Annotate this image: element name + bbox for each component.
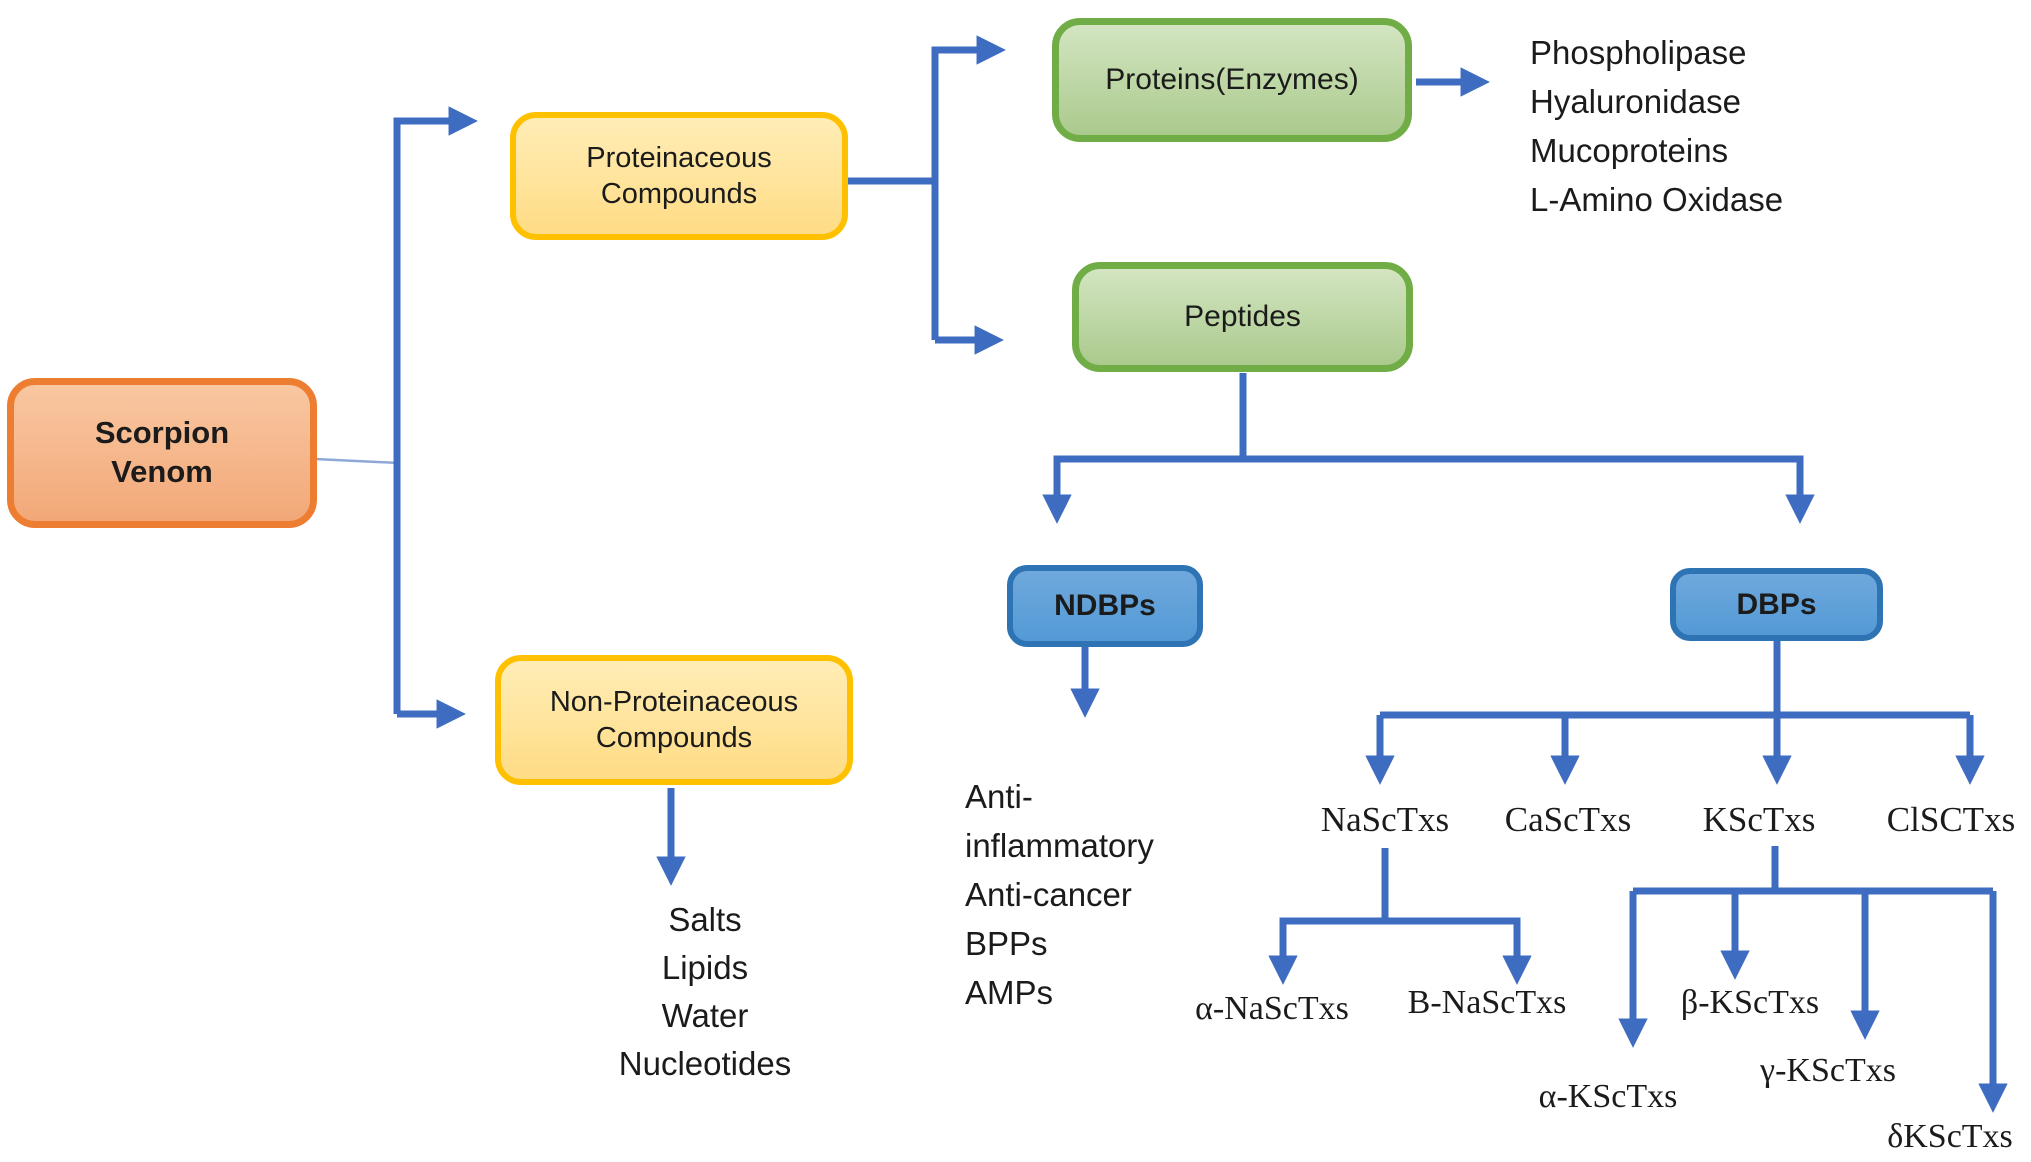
non-proteinaceous-item: Lipids [661, 949, 749, 986]
nasctxs-label: NaScTxs [1320, 800, 1450, 839]
ndbps-item: Anti-cancer [965, 876, 1132, 913]
beta-ksctxs-label: β-KScTxs [1680, 984, 1820, 1021]
arrow-to-proteins-enzymes [931, 35, 1006, 340]
casctxs-label: CaScTxs [1504, 800, 1632, 839]
dbps-label: DBPs [1736, 587, 1817, 621]
peptides-label: Peptides [1184, 300, 1301, 334]
ndbps-list: Anti- inflammatory Anti-cancer BPPs AMPs [965, 772, 1154, 1017]
proteins-enzymes-node: Proteins(Enzymes) [1052, 18, 1412, 142]
clsctxs-label: ClSCTxs [1886, 800, 2016, 839]
ndbps-item: Anti- [965, 778, 1033, 815]
scorpion-venom-label: Scorpion Venom [94, 415, 230, 489]
non-proteinaceous-node: Non-Proteinaceous Compounds [495, 655, 853, 785]
alpha-ksctxs-label: α-KScTxs [1538, 1078, 1678, 1115]
b-nasctxs-label: B-NaScTxs [1407, 984, 1567, 1021]
arrow-peptides-to-dbps [1243, 455, 1815, 524]
non-proteinaceous-label: Non-Proteinaceous Compounds [549, 685, 799, 754]
alpha-nasctxs-label: α-NaScTxs [1195, 990, 1349, 1027]
ndbps-item: inflammatory [965, 827, 1154, 864]
enzymes-list: Phospholipase Hyaluronidase Mucoproteins… [1530, 28, 1783, 224]
ndbps-label: NDBPs [1054, 589, 1156, 623]
non-proteinaceous-item: Nucleotides [618, 1045, 792, 1082]
arrow-nasctxs-to-b [1385, 917, 1532, 985]
link-root-to-trunk [314, 457, 400, 465]
non-proteinaceous-item: Salts [668, 901, 742, 938]
proteinaceous-label: Proteinaceous Compounds [586, 141, 772, 210]
enzymes-item: Phospholipase [1530, 34, 1747, 71]
arrow-nasctxs-to-alpha [1268, 917, 1385, 985]
non-proteinaceous-list: Salts Lipids Water Nucleotides [619, 896, 791, 1088]
proteinaceous-node: Proteinaceous Compounds [510, 112, 848, 240]
proteins-enzymes-label: Proteins(Enzymes) [1105, 63, 1359, 97]
gamma-ksctxs-label: γ-KScTxs [1760, 1052, 1896, 1089]
ndbps-item: AMPs [965, 974, 1054, 1011]
scorpion-venom-node: Scorpion Venom [7, 378, 317, 528]
peptides-node: Peptides [1072, 262, 1413, 372]
enzymes-item: L-Amino Oxidase [1530, 181, 1784, 218]
enzymes-item: Mucoproteins [1530, 132, 1729, 169]
arrow-root-to-proteinaceous [393, 106, 478, 714]
non-proteinaceous-item: Water [661, 997, 749, 1034]
ndbps-node: NDBPs [1007, 565, 1203, 647]
arrow-peptides-to-ndbps [1042, 455, 1243, 524]
dbps-node: DBPs [1670, 568, 1883, 641]
enzymes-item: Hyaluronidase [1530, 83, 1741, 120]
ndbps-item: BPPs [965, 925, 1048, 962]
ksctxs-label: KScTxs [1702, 800, 1816, 839]
delta-ksctxs-label: δKScTxs [1887, 1118, 2013, 1155]
